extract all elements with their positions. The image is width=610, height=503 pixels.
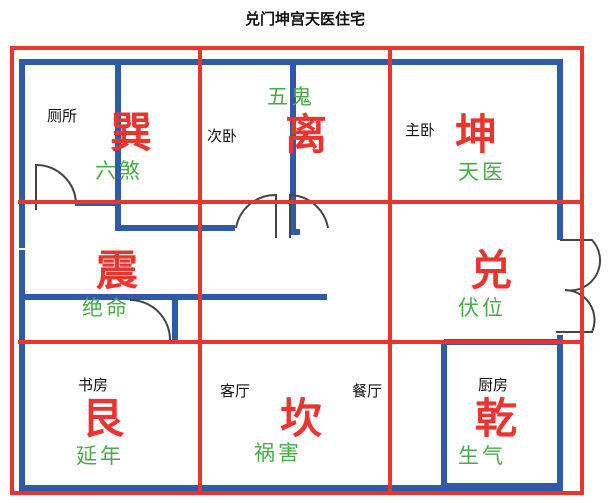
gua-dui: 兑 [470, 246, 513, 295]
star-tianyi: 天医 [458, 160, 506, 184]
grid-outline [10, 46, 584, 495]
entry-door [556, 239, 602, 333]
star-huohai: 祸害 [254, 441, 302, 465]
room-label-toilet: 厕所 [47, 107, 78, 125]
star-wugui: 五鬼 [267, 85, 315, 109]
room-label-study: 书房 [78, 376, 109, 394]
gua-kan: 坎 [280, 394, 323, 443]
star-jueming: 绝命 [82, 296, 130, 320]
bagua-grid [10, 46, 584, 495]
room-label-kitchen: 厨房 [478, 376, 509, 394]
toilet-door [35, 163, 77, 210]
gua-zhen: 震 [96, 246, 139, 295]
room-label-dining-room: 餐厅 [352, 382, 383, 400]
gua-gen: 艮 [82, 394, 125, 443]
gua-qian: 乾 [475, 394, 518, 443]
room-label-living-room: 客厅 [220, 382, 251, 400]
gua-li: 离 [285, 110, 328, 159]
gua-xun: 巽 [110, 108, 153, 157]
study-door [129, 299, 171, 341]
room-label-master-bedroom: 主卧 [405, 121, 436, 139]
gua-kun: 坤 [455, 110, 498, 159]
star-fuwei: 伏位 [458, 296, 506, 320]
star-yannian: 延年 [76, 444, 124, 468]
study-wall [22, 294, 327, 340]
star-liusha: 六煞 [95, 159, 143, 183]
star-shengqi: 生气 [458, 444, 506, 468]
bedroom-divider-wall [290, 62, 300, 235]
diagram-title: 兑门坤宫天医住宅 [244, 10, 365, 28]
room-label-second-bedroom: 次卧 [207, 127, 238, 145]
